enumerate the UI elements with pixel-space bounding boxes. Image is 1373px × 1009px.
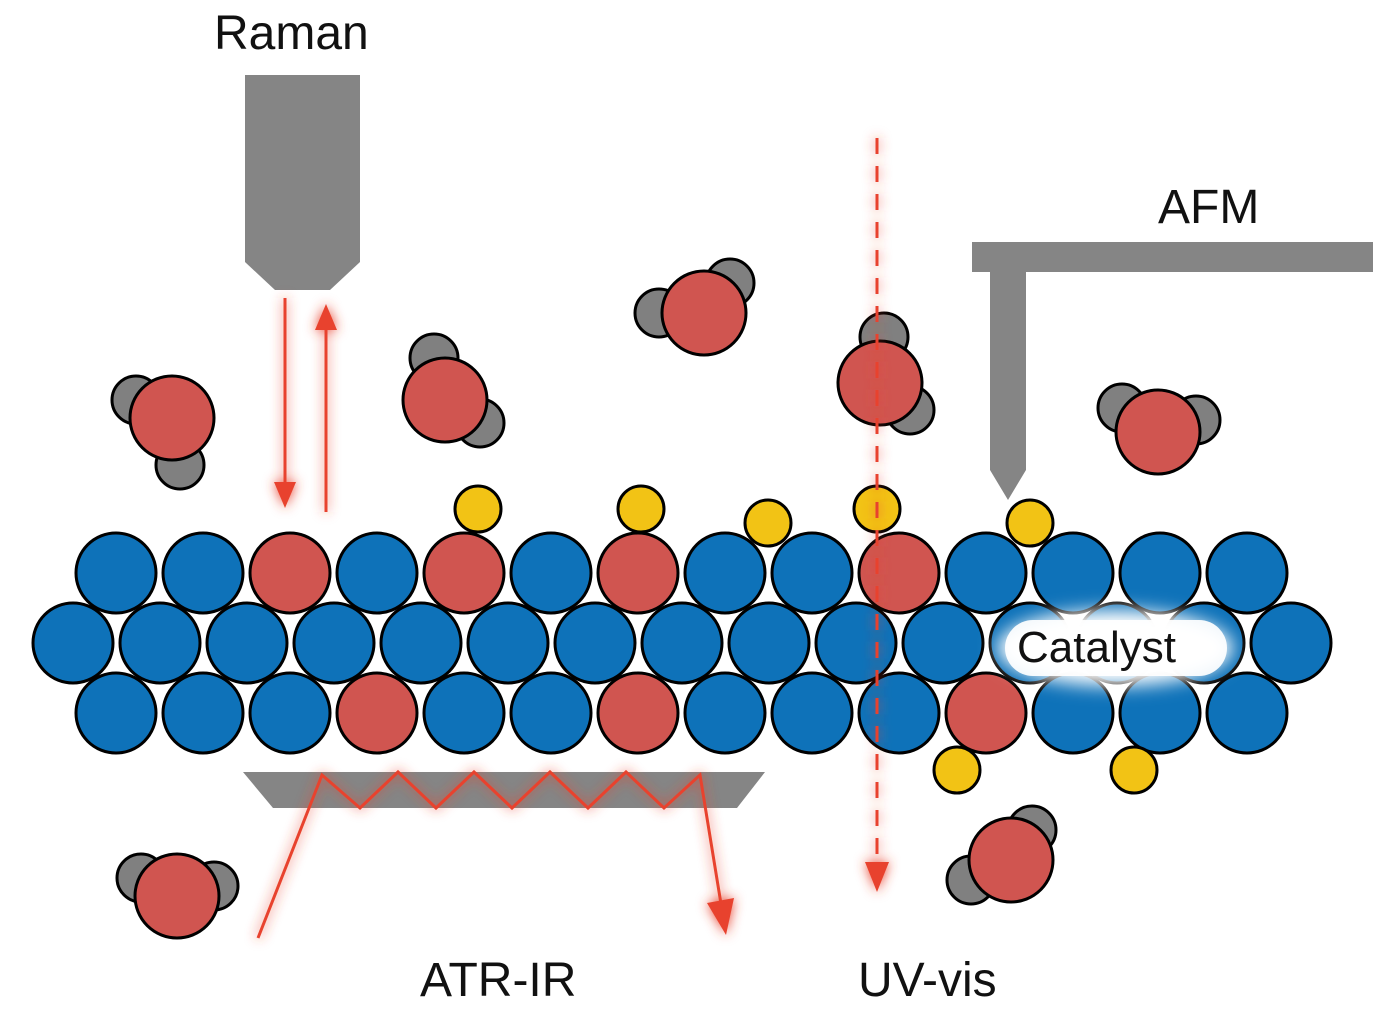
water-molecule-icon bbox=[1096, 382, 1222, 476]
uv-vis-beam bbox=[865, 138, 889, 892]
oxygen-atom bbox=[1114, 388, 1202, 476]
catalyst-atom bbox=[553, 601, 637, 685]
water-molecule-icon bbox=[110, 374, 216, 491]
adsorbate-atom bbox=[453, 484, 503, 534]
oxygen-atom bbox=[133, 852, 221, 940]
catalyst-label: Catalyst bbox=[1017, 623, 1176, 672]
catalyst-atom bbox=[509, 671, 593, 755]
adsorbate-atom bbox=[1109, 745, 1159, 795]
catalyst-atom bbox=[640, 601, 724, 685]
catalyst-atom bbox=[814, 601, 898, 685]
catalyst-atom bbox=[1205, 671, 1289, 755]
catalyst-atom bbox=[335, 531, 419, 615]
catalyst-atom bbox=[292, 601, 376, 685]
raman-label: Raman bbox=[214, 7, 369, 60]
afm-cantilever-icon bbox=[972, 242, 1373, 500]
active-site-atom bbox=[248, 531, 332, 615]
catalyst-atom bbox=[248, 671, 332, 755]
catalyst-atom bbox=[74, 531, 158, 615]
water-molecule-icon bbox=[945, 804, 1058, 906]
catalyst-atom bbox=[379, 601, 463, 685]
atr-ir-beam bbox=[256, 769, 734, 939]
water-molecule-icon bbox=[401, 332, 506, 449]
uv-vis-label: UV-vis bbox=[858, 954, 997, 1007]
adsorbate-atom bbox=[616, 484, 666, 534]
catalyst-atom bbox=[857, 671, 941, 755]
catalyst-atom bbox=[466, 601, 550, 685]
adsorbate-atom bbox=[1005, 498, 1055, 548]
catalyst-atom bbox=[118, 601, 202, 685]
water-molecule-icon bbox=[115, 852, 240, 940]
active-site-atom bbox=[335, 671, 419, 755]
oxygen-atom bbox=[128, 374, 216, 462]
catalyst-atom bbox=[161, 531, 245, 615]
adsorbate-layer bbox=[453, 484, 1159, 795]
catalyst-atom bbox=[683, 671, 767, 755]
catalyst-atom bbox=[770, 531, 854, 615]
adsorbate-atom bbox=[932, 745, 982, 795]
water-molecule-icon bbox=[836, 311, 936, 436]
water-molecules bbox=[110, 257, 1222, 940]
catalyst-atom bbox=[161, 671, 245, 755]
oxygen-atom bbox=[836, 339, 924, 427]
atr-ir-label: ATR-IR bbox=[420, 954, 577, 1007]
oxygen-atom bbox=[967, 816, 1055, 904]
catalyst-atom bbox=[770, 671, 854, 755]
adsorbate-atom bbox=[743, 498, 793, 548]
catalyst-atom bbox=[1031, 531, 1115, 615]
catalyst-lattice bbox=[31, 531, 1333, 755]
active-site-atom bbox=[944, 671, 1028, 755]
raman-objective-icon bbox=[245, 75, 360, 290]
catalyst-atom bbox=[205, 601, 289, 685]
catalyst-atom bbox=[31, 601, 115, 685]
active-site-atom bbox=[596, 671, 680, 755]
catalyst-atom bbox=[683, 531, 767, 615]
catalyst-atom bbox=[727, 601, 811, 685]
active-site-atom bbox=[422, 531, 506, 615]
catalyst-atom bbox=[74, 671, 158, 755]
oxygen-atom bbox=[660, 269, 748, 357]
active-site-atom bbox=[596, 531, 680, 615]
oxygen-atom bbox=[401, 356, 489, 444]
catalyst-atom bbox=[901, 601, 985, 685]
catalyst-atom bbox=[1118, 531, 1202, 615]
catalyst-atom bbox=[1205, 531, 1289, 615]
afm-label: AFM bbox=[1158, 181, 1260, 234]
catalyst-atom bbox=[509, 531, 593, 615]
catalyst-atom bbox=[1249, 601, 1333, 685]
water-molecule-icon bbox=[633, 257, 756, 357]
active-site-atom bbox=[857, 531, 941, 615]
catalyst-atom bbox=[944, 531, 1028, 615]
catalyst-atom bbox=[422, 671, 506, 755]
raman-beams bbox=[274, 298, 337, 512]
